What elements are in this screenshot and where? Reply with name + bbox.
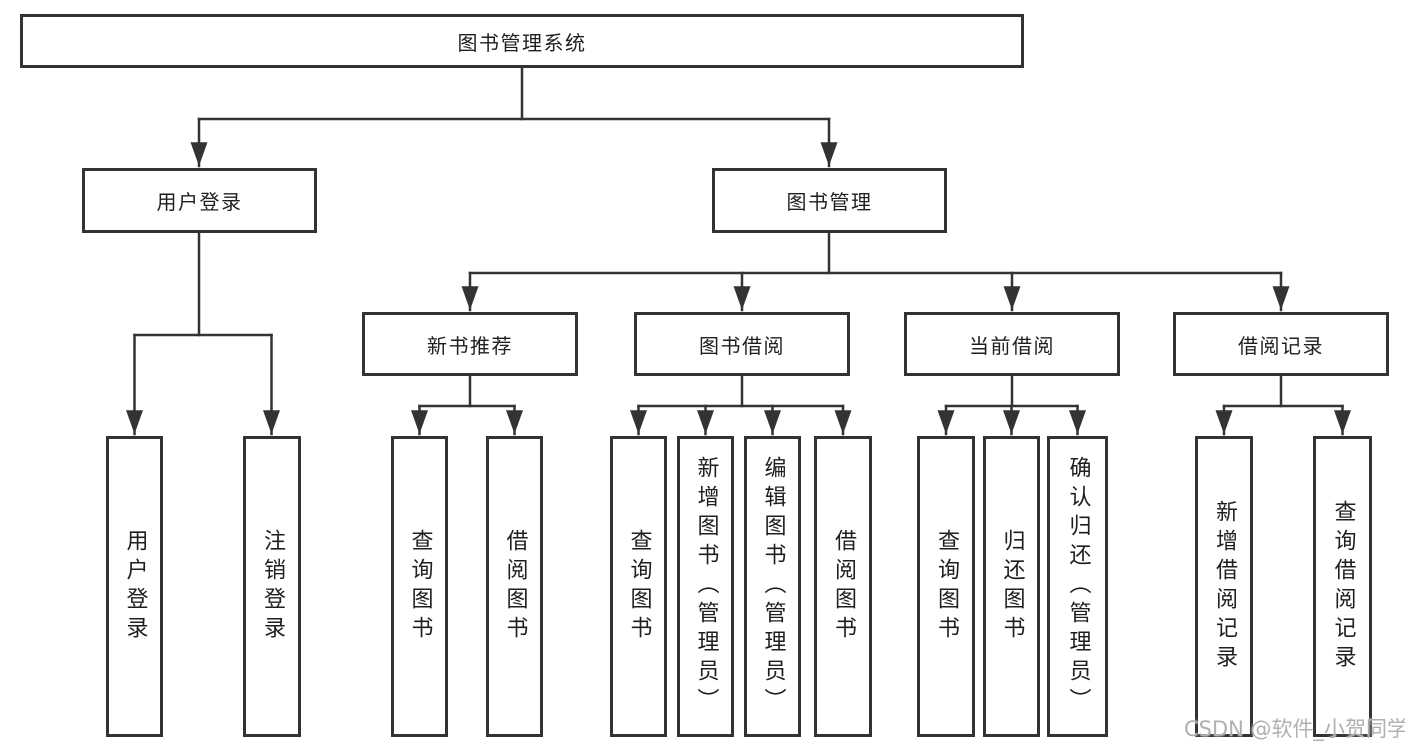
leaf-query-books-current: 查询图书 bbox=[917, 436, 975, 737]
branch-new-book-recommendation-label: 新书推荐 bbox=[427, 333, 513, 358]
branch-book-borrowing: 图书借阅 bbox=[634, 312, 850, 376]
leaf-logout: 注销登录 bbox=[243, 436, 301, 737]
leaf-user-login-label: 用户登录 bbox=[122, 528, 148, 645]
branch-borrowing-records: 借阅记录 bbox=[1173, 312, 1389, 376]
branch-user-login: 用户登录 bbox=[82, 168, 317, 233]
leaf-query-books-current-label: 查询图书 bbox=[934, 528, 959, 645]
branch-current-borrowing: 当前借阅 bbox=[904, 312, 1120, 376]
csdn-watermark: CSDN @软件_小贺同学 bbox=[1184, 717, 1405, 741]
leaf-query-books-borrowing-label: 查询图书 bbox=[626, 528, 652, 645]
branch-borrowing-records-label: 借阅记录 bbox=[1238, 333, 1324, 358]
leaf-query-books-borrowing: 查询图书 bbox=[610, 436, 667, 737]
leaf-borrow-books-label: 借阅图书 bbox=[831, 528, 856, 645]
leaf-add-borrow-record: 新增借阅记录 bbox=[1195, 436, 1253, 737]
leaf-query-borrow-record-label: 查询借阅记录 bbox=[1330, 499, 1356, 674]
root-node-label: 图书管理系统 bbox=[457, 30, 587, 55]
leaf-add-books-admin-label: 新增图书（管理员） bbox=[693, 456, 719, 717]
leaf-add-books-admin: 新增图书（管理员） bbox=[677, 436, 734, 737]
branch-book-management: 图书管理 bbox=[712, 168, 947, 233]
leaf-logout-label: 注销登录 bbox=[260, 528, 285, 645]
branch-book-management-label: 图书管理 bbox=[786, 190, 873, 214]
leaf-return-books: 归还图书 bbox=[983, 436, 1040, 737]
leaf-add-borrow-record-label: 新增借阅记录 bbox=[1212, 499, 1237, 674]
leaf-user-login: 用户登录 bbox=[106, 436, 163, 737]
leaf-edit-books-admin-label: 编辑图书（管理员） bbox=[760, 456, 786, 717]
leaf-borrow-books-recommend-label: 借阅图书 bbox=[502, 528, 528, 645]
leaf-query-borrow-record: 查询借阅记录 bbox=[1313, 436, 1372, 737]
branch-book-borrowing-label: 图书借阅 bbox=[699, 333, 785, 358]
leaf-return-books-label: 归还图书 bbox=[999, 528, 1025, 645]
leaf-confirm-return-admin: 确认归还（管理员） bbox=[1047, 436, 1108, 737]
branch-current-borrowing-label: 当前借阅 bbox=[969, 333, 1055, 358]
leaf-query-books-recommend: 查询图书 bbox=[391, 436, 448, 737]
branch-new-book-recommendation: 新书推荐 bbox=[362, 312, 578, 376]
leaf-borrow-books: 借阅图书 bbox=[814, 436, 872, 737]
leaf-query-books-recommend-label: 查询图书 bbox=[407, 528, 433, 645]
leaf-edit-books-admin: 编辑图书（管理员） bbox=[744, 436, 801, 737]
root-node-library-system: 图书管理系统 bbox=[20, 14, 1024, 68]
branch-user-login-label: 用户登录 bbox=[156, 190, 243, 214]
leaf-confirm-return-admin-label: 确认归还（管理员） bbox=[1065, 456, 1091, 717]
leaf-borrow-books-recommend: 借阅图书 bbox=[486, 436, 543, 737]
